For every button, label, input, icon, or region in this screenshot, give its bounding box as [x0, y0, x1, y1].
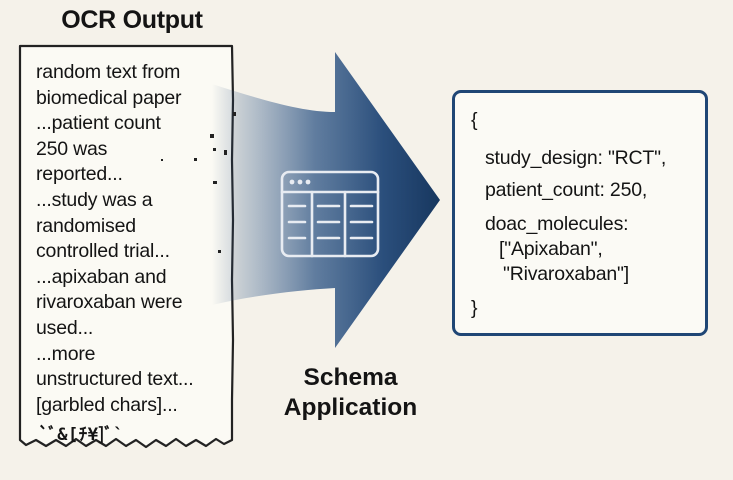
- ocr-line: ...apixaban and: [36, 265, 167, 288]
- ocr-line: ...more: [36, 342, 96, 365]
- ocr-line: rivaroxaban were: [36, 291, 183, 314]
- ocr-line: ...study was a: [36, 188, 153, 211]
- ocr-output-title: OCR Output: [61, 6, 203, 34]
- ocr-line: [garbled chars]...: [36, 393, 178, 416]
- json-open-brace: {: [471, 109, 478, 131]
- ocr-line: unstructured text...: [36, 368, 194, 391]
- json-line-apixaban: ["Apixaban",: [499, 238, 603, 260]
- flow-arrow-icon: [212, 52, 440, 348]
- schema-label-line: Application: [283, 394, 418, 421]
- schema-application-label: Schema Application: [268, 363, 433, 423]
- ocr-line: randomised: [36, 214, 136, 237]
- json-output-box: { study_design: "RCT", patient_count: 25…: [452, 90, 708, 336]
- garbled-chars-line: `ﾞ&[ﾁ¥]ﾞ`: [38, 425, 124, 445]
- ocr-line: used...: [36, 316, 94, 339]
- json-line-study-design: study_design: "RCT",: [485, 147, 667, 169]
- json-close-brace: }: [471, 297, 478, 319]
- ocr-line: biomedical paper: [36, 86, 182, 109]
- json-line-rivaroxaban: "Rivaroxaban"]: [503, 263, 629, 285]
- window-dots: [289, 179, 311, 185]
- json-line-doac-molecules: doac_molecules:: [485, 213, 629, 235]
- ocr-line: 250 was: [36, 137, 108, 160]
- schema-label-line: Schema: [303, 364, 398, 391]
- ocr-noise: [161, 112, 236, 253]
- table-grid-icon: [280, 170, 380, 258]
- ocr-line: ...patient count: [36, 112, 161, 135]
- ocr-line: reported...: [36, 163, 123, 186]
- json-line-patient-count: patient_count: 250,: [485, 179, 648, 201]
- ocr-text-block: random text from biomedical paper ...pat…: [36, 60, 236, 418]
- ocr-line: controlled trial...: [36, 240, 170, 263]
- ocr-line: random text from: [36, 61, 181, 83]
